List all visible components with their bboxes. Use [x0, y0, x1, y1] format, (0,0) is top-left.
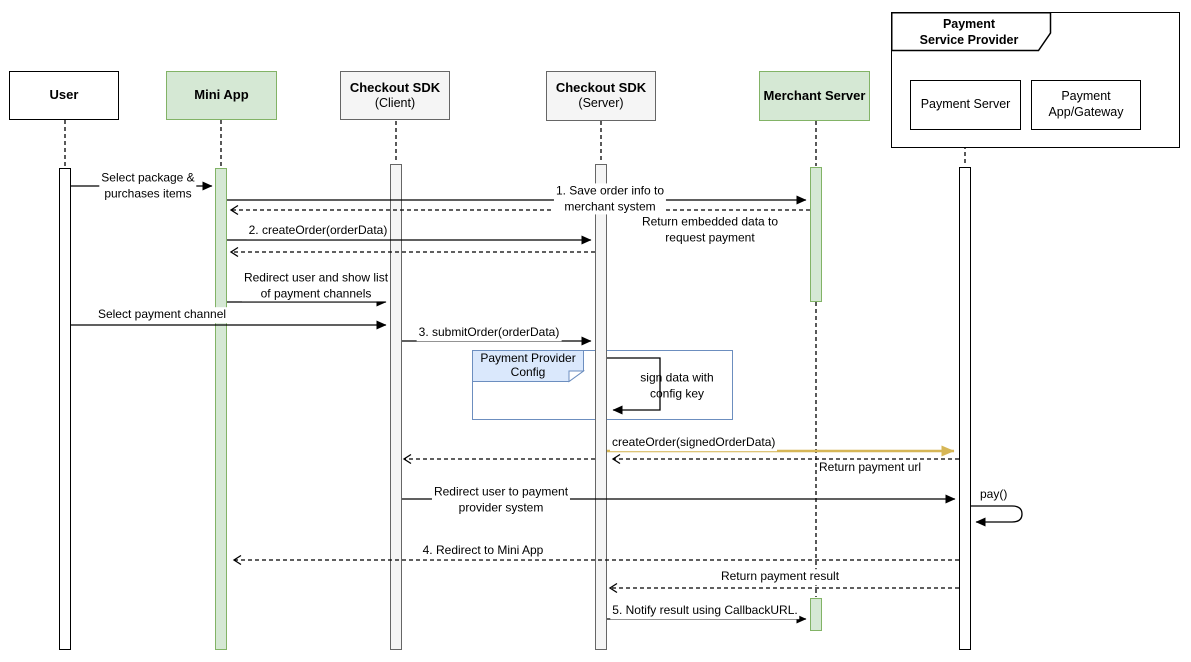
actor-checkout-server-sub: (Server)	[578, 96, 624, 111]
label-select-channel: Select payment channel	[95, 307, 229, 323]
checkout-server-activation-bar	[595, 164, 607, 650]
actor-mini-app-label: Mini App	[194, 87, 249, 103]
label-submit-order: 3. submitOrder(orderData)	[416, 325, 562, 341]
actor-checkout-client: Checkout SDK (Client)	[340, 71, 450, 120]
payment-server-label: Payment Server	[920, 97, 1011, 112]
checkout-client-activation-bar	[390, 164, 402, 650]
payment-gateway-box: Payment App/Gateway	[1031, 80, 1141, 130]
payment-server-activation-bar	[959, 167, 971, 650]
label-return-embedded: Return embedded data to request payment	[639, 214, 781, 246]
payment-gateway-label: Payment App/Gateway	[1048, 89, 1124, 119]
actor-user: User	[9, 71, 119, 120]
psp-title: Payment Service Provider	[919, 17, 1019, 48]
label-pay: pay()	[978, 487, 1010, 503]
user-activation-bar	[59, 168, 71, 650]
label-notify-callback: 5. Notify result using CallbackURL.	[610, 603, 800, 619]
label-select-package: Select package & purchases items	[99, 170, 197, 202]
actor-checkout-server: Checkout SDK (Server)	[546, 71, 656, 121]
merchant-activation-bar-1	[810, 167, 822, 302]
label-return-payment-url: Return payment url	[816, 460, 924, 476]
label-sign-data: sign data with config key	[640, 370, 714, 400]
label-redirect-mini-app: 4. Redirect to Mini App	[420, 543, 546, 559]
actor-merchant-server-label: Merchant Server	[763, 87, 866, 103]
actor-user-label: User	[49, 87, 79, 103]
mini-app-activation-bar	[215, 168, 227, 650]
merchant-activation-bar-2	[810, 598, 822, 631]
label-redirect-show-list: Redirect user and show list of payment c…	[241, 270, 391, 302]
label-create-order-signed: createOrder(signedOrderData)	[610, 435, 778, 451]
note-label: Payment Provider Config	[480, 351, 576, 380]
label-save-order: 1. Save order info to merchant system	[553, 183, 667, 215]
actor-merchant-server: Merchant Server	[759, 71, 870, 121]
actor-checkout-client-title: Checkout SDK	[349, 79, 441, 95]
label-return-payment-result: Return payment result	[718, 569, 842, 585]
actor-checkout-client-sub: (Client)	[374, 95, 416, 110]
actor-checkout-server-title: Checkout SDK	[555, 80, 647, 96]
label-create-order: 2. createOrder(orderData)	[246, 223, 390, 239]
payment-server-box: Payment Server	[910, 80, 1021, 130]
label-redirect-to-provider: Redirect user to payment provider system	[431, 484, 571, 516]
note-label-chip	[472, 350, 586, 383]
actor-mini-app: Mini App	[166, 71, 277, 120]
psp-frame-tab	[891, 12, 1052, 52]
msg-pay-selfloop	[971, 505, 1023, 527]
